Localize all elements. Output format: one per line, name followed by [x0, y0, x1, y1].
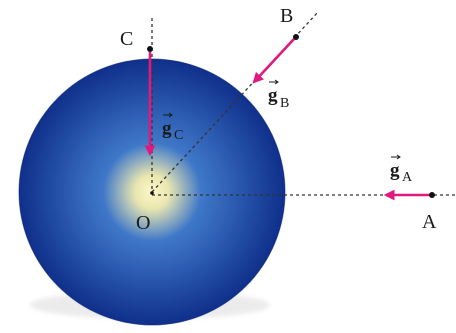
vector-label-g-c: g C: [162, 112, 183, 143]
center-dot: [150, 191, 154, 195]
vector-arrow-accent-icon: [163, 112, 173, 118]
label-c: C: [120, 28, 133, 50]
vector-g-c-symbol: g: [162, 118, 172, 139]
vector-label-g-a: g A: [390, 154, 413, 185]
point-c-dot: [147, 46, 153, 52]
label-o: O: [136, 212, 150, 234]
vector-arrow-accent-icon: [269, 79, 279, 85]
point-b-dot: [293, 34, 299, 40]
label-a: A: [422, 211, 437, 233]
vector-g-b: [252, 38, 295, 84]
sphere-outline: [18, 58, 286, 326]
label-b: B: [280, 5, 293, 27]
vector-label-g-b: g B: [268, 79, 289, 111]
vector-g-b-subscript: B: [280, 96, 289, 111]
vector-g-a-symbol: g: [390, 160, 400, 181]
vector-g-a-subscript: A: [402, 170, 413, 185]
vector-g-c-subscript: C: [174, 128, 183, 143]
vector-arrow-accent-icon: [391, 154, 401, 160]
point-a-dot: [429, 192, 435, 198]
vector-g-b-symbol: g: [268, 85, 278, 106]
